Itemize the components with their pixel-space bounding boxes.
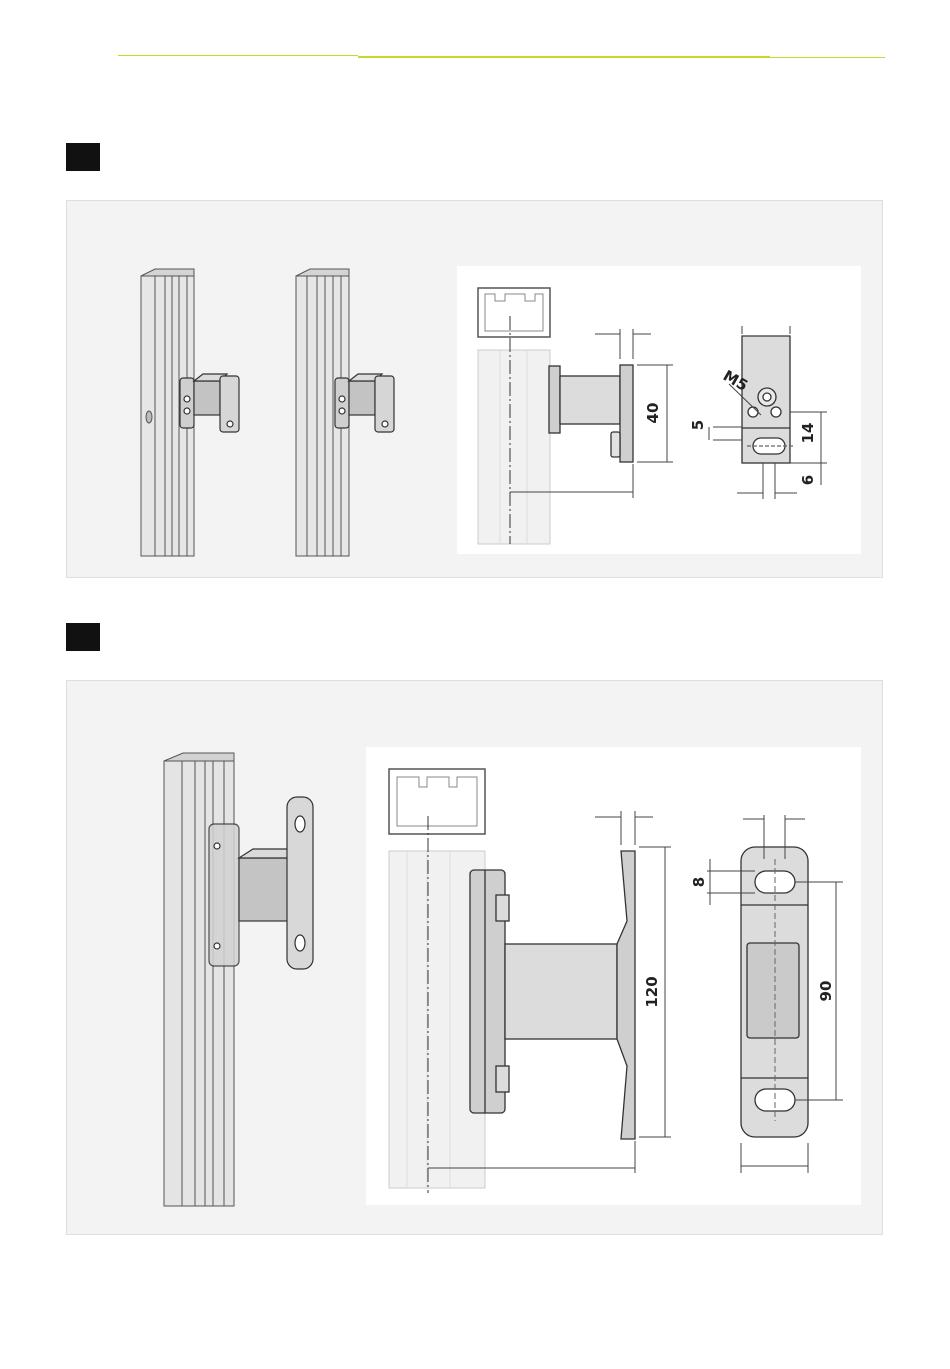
section-2-marker [66,623,100,651]
section-2-front-view [741,847,808,1137]
section-1-illustration: 40 M5 [67,201,884,579]
section-2-panel: 120 8 90 [66,680,883,1235]
section-2-illustration: 120 8 90 [67,681,884,1236]
section-1-front-view [742,336,793,463]
post-a-bracket [180,374,239,432]
header-rule-center [358,56,770,58]
dim-slot-5: 5 [689,420,707,430]
header-rule-right [770,57,885,58]
dim-slot-8: 8 [690,877,708,887]
dim-height-40: 40 [644,403,662,424]
dim-gap-14: 14 [799,423,817,444]
header-rule-left [118,55,358,56]
dim-height-120: 120 [643,976,661,1007]
dim-gap-6: 6 [799,475,817,485]
section-1-panel: 40 M5 [66,200,883,578]
section-1-marker [66,143,100,171]
post-b-bracket [335,374,394,432]
post-c-profile [164,753,234,1206]
dim-spacing-90: 90 [817,981,835,1002]
